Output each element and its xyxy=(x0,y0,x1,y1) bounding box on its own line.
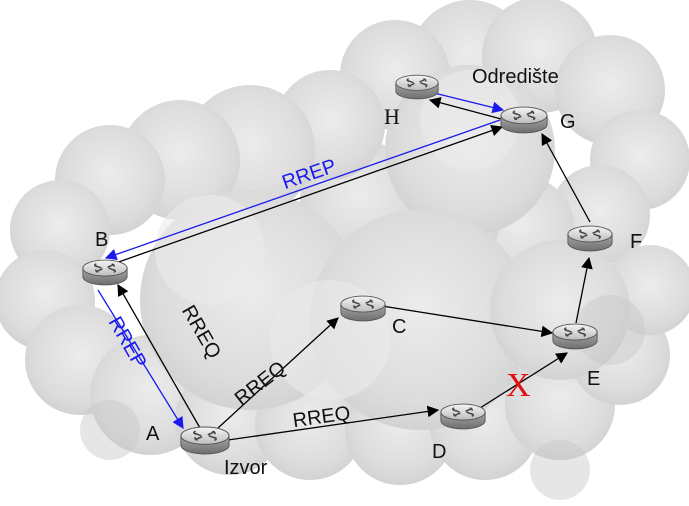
edge-layer xyxy=(97,91,593,441)
edge-c-e xyxy=(381,305,554,338)
edge-d-e-broken xyxy=(479,352,568,409)
broken-link-mark: X xyxy=(506,367,531,404)
edge-a-c-rreq xyxy=(217,317,339,429)
node-label-b: B xyxy=(95,229,108,251)
node-label-e: E xyxy=(587,368,600,390)
edge-g-h xyxy=(428,97,506,121)
node-label-d: D xyxy=(432,441,446,463)
edge-g-b-rrep xyxy=(104,119,501,261)
router-icon xyxy=(395,74,439,100)
edge-a-b-rreq xyxy=(117,283,201,429)
router-icon xyxy=(567,225,613,252)
edge-e-f xyxy=(575,256,593,324)
router-icon xyxy=(180,426,230,455)
node-caption-destination: Odredište xyxy=(472,66,559,88)
edge-h-g xyxy=(429,91,505,114)
node-label-a: A xyxy=(146,423,160,445)
node-label-c: C xyxy=(392,316,406,338)
router-icon xyxy=(552,323,598,350)
node-caption-source: Izvor xyxy=(224,457,268,479)
router-icon xyxy=(340,295,386,322)
edge-f-g xyxy=(541,132,591,223)
node-label-g: G xyxy=(560,111,576,133)
node-label-h: H xyxy=(384,104,400,129)
node-label-f: F xyxy=(630,231,642,253)
edge-b-g xyxy=(109,124,504,266)
router-icon xyxy=(82,259,128,286)
edge-a-d-rreq xyxy=(227,405,440,441)
edge-b-a-rrep xyxy=(97,289,184,429)
router-icon xyxy=(500,106,548,134)
router-icon xyxy=(440,403,486,430)
node-labels: H Odredište G F B C E D A Izvor xyxy=(95,66,642,479)
